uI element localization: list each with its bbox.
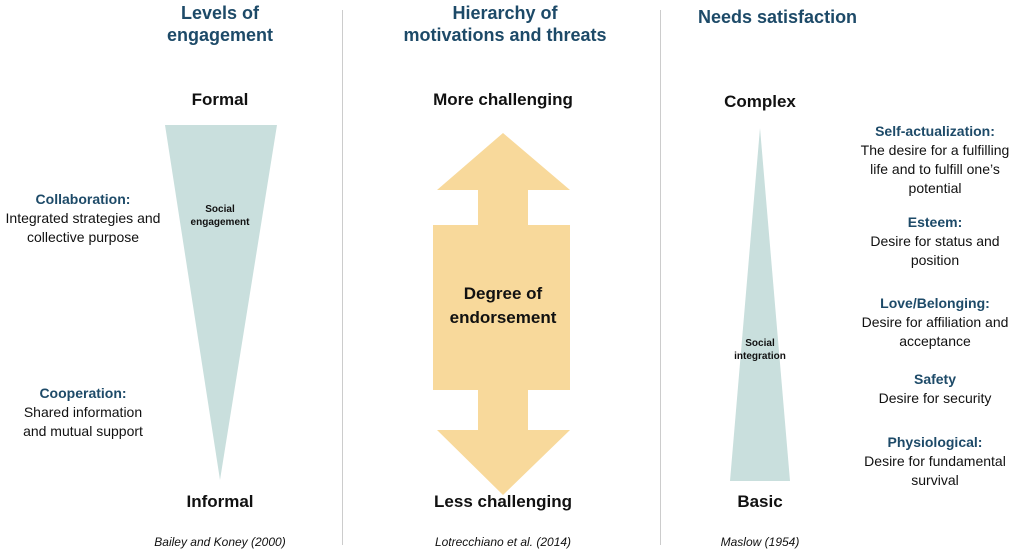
inverted-triangle: [165, 125, 277, 480]
list-item: Physiological:Desire for fundamental sur…: [864, 434, 1006, 488]
shape-label: Social engagement: [190, 204, 250, 228]
top-label: More challenging: [433, 90, 573, 109]
shape-label: Social integration: [734, 338, 786, 362]
citation: Bailey and Koney (2000): [154, 535, 286, 549]
list-item: Esteem:Desire for status and position: [870, 214, 1000, 268]
bottom-label: Less challenging: [434, 492, 572, 511]
bottom-label: Basic: [737, 492, 783, 511]
column-title: Levels of engagement: [166, 3, 274, 45]
bottom-label: Informal: [186, 492, 254, 511]
column-title: Needs satisfaction: [698, 7, 858, 27]
list-item: Cooperation:Shared information and mutua…: [23, 385, 143, 439]
list-item: Collaboration:Integrated strategies and …: [5, 191, 161, 245]
citation: Lotrecchiano et al. (2014): [434, 535, 572, 549]
top-label: Complex: [724, 92, 796, 111]
double-arrow: [433, 133, 570, 495]
list-item: Self-actualization:The desire for a fulf…: [860, 123, 1010, 196]
list-item: Love/Belonging:Desire for affiliation an…: [861, 295, 1009, 349]
top-label: Formal: [191, 90, 249, 109]
divider: [342, 10, 343, 545]
column-title: Hierarchy of motivations and threats: [403, 3, 607, 45]
divider: [660, 10, 661, 545]
shape-label: Degree of endorsement: [449, 284, 557, 327]
pyramid-triangle: [730, 128, 790, 481]
citation: Maslow (1954): [720, 535, 800, 549]
